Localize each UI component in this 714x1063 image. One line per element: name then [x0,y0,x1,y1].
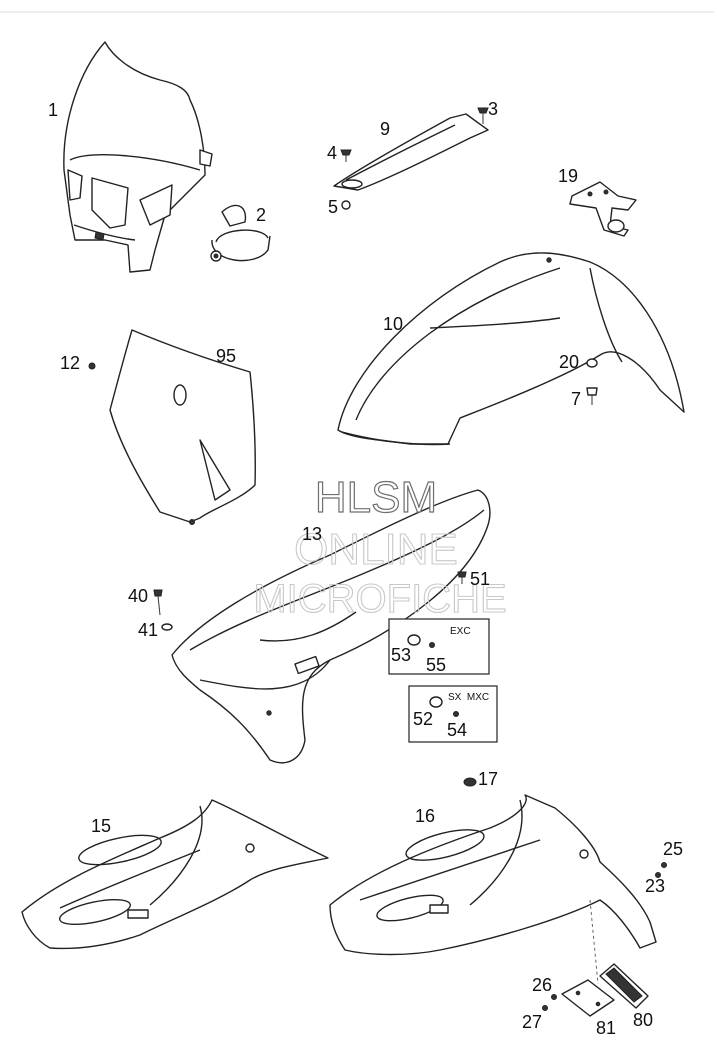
label-52: 52 [413,709,433,729]
part-9-bracket[interactable] [333,113,489,191]
sx-mxc-variant-box [408,685,498,743]
part-20-washer[interactable] [586,358,598,368]
part-2-clamp[interactable] [210,204,271,262]
label-26: 26 [532,975,552,995]
label-3: 3 [488,99,498,119]
part-52-nut[interactable] [429,696,443,708]
label-exc: EXC [450,626,471,637]
part-51-screw[interactable] [457,571,467,584]
part-labels: 1 2 3 4 5 7 9 10 12 13 15 16 17 19 20 23… [48,99,683,1038]
part-81-plate[interactable] [561,979,615,1017]
part-19-bracket[interactable] [569,181,637,237]
part-7-screw[interactable] [586,387,598,405]
part-25-screw[interactable] [661,862,667,868]
part-40-bolt[interactable] [153,589,163,616]
label-55: 55 [426,655,446,675]
label-81: 81 [596,1018,616,1038]
part-23-nut[interactable] [655,872,661,878]
label-20: 20 [559,352,579,372]
part-4-screw[interactable] [340,149,352,162]
label-13: 13 [302,524,322,544]
part-10-front-fender[interactable] [337,252,685,446]
part-54-screw[interactable] [453,711,459,717]
part-53-nut[interactable] [407,634,421,646]
label-80: 80 [633,1010,653,1030]
watermark-line2: ONLINE [294,525,458,574]
label-27: 27 [522,1012,542,1032]
exc-variant-box [388,618,490,675]
label-25: 25 [663,839,683,859]
part-26-screw[interactable] [551,994,557,1000]
watermark: MICROFICHE ONLINE HLSM [253,472,507,621]
part-3-screw[interactable] [477,107,489,124]
part-27-nut[interactable] [542,1005,548,1011]
part-80-reflector[interactable] [599,963,649,1009]
label-19: 19 [558,166,578,186]
label-4: 4 [327,143,337,163]
label-sx-mxc: SX MXC [448,692,489,703]
label-23: 23 [645,876,665,896]
part-16-rear-fender[interactable] [329,794,657,956]
label-7: 7 [571,389,581,409]
part-15-rear-fender[interactable] [21,799,329,950]
part-95-number-plate[interactable] [109,329,256,525]
part-12-screw[interactable] [88,362,96,370]
part-5-nut[interactable] [341,200,351,210]
label-5: 5 [328,197,338,217]
label-51: 51 [470,569,490,589]
part-41-washer[interactable] [161,623,173,631]
label-12: 12 [60,353,80,373]
leader-line [589,899,599,985]
part-55-screw[interactable] [429,642,435,648]
label-17: 17 [478,769,498,789]
label-1: 1 [48,100,58,120]
label-40: 40 [128,586,148,606]
watermark-line1: HLSM [315,473,437,522]
watermark-line3: MICROFICHE [253,577,506,621]
label-16: 16 [415,806,435,826]
label-9: 9 [380,119,390,139]
label-2: 2 [256,205,266,225]
label-95: 95 [216,346,236,366]
label-15: 15 [91,816,111,836]
label-53: 53 [391,645,411,665]
part-17-grommet[interactable] [463,777,477,787]
label-54: 54 [447,720,467,740]
label-10: 10 [383,314,403,334]
part-1-headlight-mask[interactable] [63,41,213,273]
label-41: 41 [138,620,158,640]
